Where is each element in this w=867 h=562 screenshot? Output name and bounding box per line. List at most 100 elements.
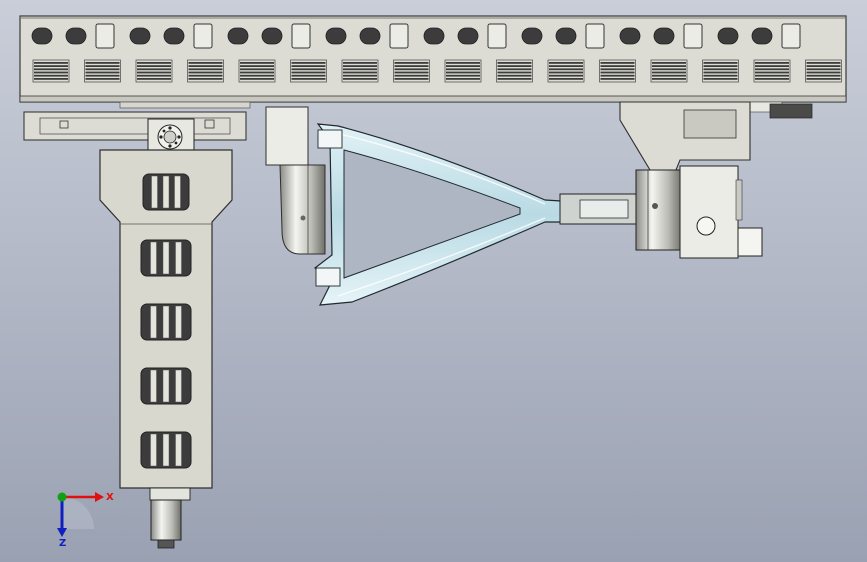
- beam-slot-frame: [599, 59, 636, 83]
- beam-slot-line: [343, 62, 377, 64]
- beam-slot-line: [755, 68, 789, 71]
- beam-slot-line: [549, 62, 583, 64]
- motor-bolts: [159, 126, 181, 148]
- gantry-beam[interactable]: [19, 15, 847, 103]
- beam-slot-line: [446, 68, 480, 71]
- beam-slot-frame: [393, 59, 430, 83]
- beam-slot-line: [446, 71, 480, 74]
- arm-highlight-top: [331, 131, 546, 205]
- left-carriage[interactable]: [23, 111, 247, 156]
- beam-square-pad: [193, 23, 213, 49]
- beam-slot-line: [806, 78, 841, 80]
- beam-slot-line: [549, 74, 583, 77]
- beam-slot-line: [652, 65, 686, 67]
- vertical-column[interactable]: [99, 149, 233, 549]
- column-window: [142, 173, 190, 211]
- beam-oval-hole: [261, 27, 283, 45]
- beam-oval-hole: [653, 27, 675, 45]
- beam-slot-line: [497, 62, 532, 64]
- beam-slot-line: [755, 71, 789, 74]
- beam-square-pad: [781, 23, 801, 49]
- cable-strip: [119, 101, 251, 109]
- beam-slot-line: [549, 68, 583, 71]
- beam-square-pad: [291, 23, 311, 49]
- beam-oval-hole: [619, 27, 641, 45]
- beam-slot-line: [188, 78, 223, 80]
- beam-slot-line: [85, 71, 120, 74]
- column-window: [140, 303, 192, 341]
- beam-slot-block: [290, 59, 327, 83]
- column-window-rib: [175, 305, 182, 339]
- beam-oval-hole: [423, 27, 445, 45]
- beam-slot-line: [652, 78, 686, 80]
- column-window: [140, 239, 192, 277]
- beam-slot-line: [806, 68, 841, 71]
- beam-oval-hole: [521, 27, 543, 45]
- beam-slot-line: [703, 68, 738, 71]
- arm-clamp-bottom: [315, 267, 341, 287]
- beam-oval-hole: [457, 27, 479, 45]
- column-window-rib: [175, 369, 182, 403]
- carriage-inner-plate: [39, 117, 231, 135]
- beam-slot-line: [137, 78, 171, 80]
- beam-slot-line: [755, 74, 789, 77]
- beam-slot-line: [806, 65, 841, 67]
- beam-slot-frame: [547, 59, 585, 83]
- beam-slot-line: [85, 62, 120, 64]
- beam-slot-block: [753, 59, 791, 83]
- axis-triad: X Z: [57, 492, 114, 549]
- column-window: [140, 367, 192, 405]
- beam-slot-line: [188, 65, 223, 67]
- beam-slot-frame: [650, 59, 688, 83]
- beam-slot-line: [446, 62, 480, 64]
- beam-slot-line: [34, 74, 68, 77]
- rotary-joint-left[interactable]: [265, 106, 326, 255]
- beam-slot-line: [291, 62, 326, 64]
- beam-slot-line: [188, 68, 223, 71]
- beam-slot-line: [343, 65, 377, 67]
- beam-slot-line: [703, 74, 738, 77]
- spindle-body: [150, 499, 182, 541]
- beam-slot-block: [393, 59, 430, 83]
- motor-hub: [163, 130, 177, 144]
- beam-slot-line: [703, 62, 738, 64]
- beam-slot-frame: [496, 59, 533, 83]
- beam-slot-block: [547, 59, 585, 83]
- beam-slot-line: [137, 65, 171, 67]
- beam-slot-line: [343, 71, 377, 74]
- servo-side-box: [737, 227, 763, 257]
- column-window-rib: [175, 433, 182, 467]
- right-wrist[interactable]: [619, 101, 763, 259]
- gripper-arm[interactable]: [314, 123, 637, 306]
- arm-inner: [343, 149, 521, 279]
- beam-slot-line: [137, 62, 171, 64]
- column-window-rib: [175, 241, 182, 275]
- beam-oval-hole: [163, 27, 185, 45]
- beam-slot-line: [703, 65, 738, 67]
- beam-slot-block: [135, 59, 173, 83]
- beam-square-pad: [487, 23, 507, 49]
- beam-oval-hole: [227, 27, 249, 45]
- beam-slot-line: [85, 65, 120, 67]
- beam-slot-line: [549, 65, 583, 67]
- beam-bottom-rail: [19, 95, 847, 103]
- column-base-plate: [149, 487, 191, 501]
- column-window-rib: [162, 241, 170, 275]
- beam-slot-line: [137, 71, 171, 74]
- beam-slot-line: [343, 68, 377, 71]
- arm-highlight-bottom: [337, 217, 546, 297]
- column-window-rib: [162, 433, 170, 467]
- beam-slot-line: [343, 74, 377, 77]
- beam-slot-line: [85, 78, 120, 80]
- beam-slot-line: [394, 78, 429, 80]
- beam-slot-block: [702, 59, 739, 83]
- beam-slot-block: [238, 59, 276, 83]
- beam-slot-line: [394, 68, 429, 71]
- x-axis-arrow: [95, 492, 104, 502]
- beam-slot-line: [600, 78, 635, 80]
- beam-slot-line: [240, 71, 274, 74]
- beam-slot-line: [240, 62, 274, 64]
- column-window-rib: [150, 305, 157, 339]
- beam-slot-line: [394, 62, 429, 64]
